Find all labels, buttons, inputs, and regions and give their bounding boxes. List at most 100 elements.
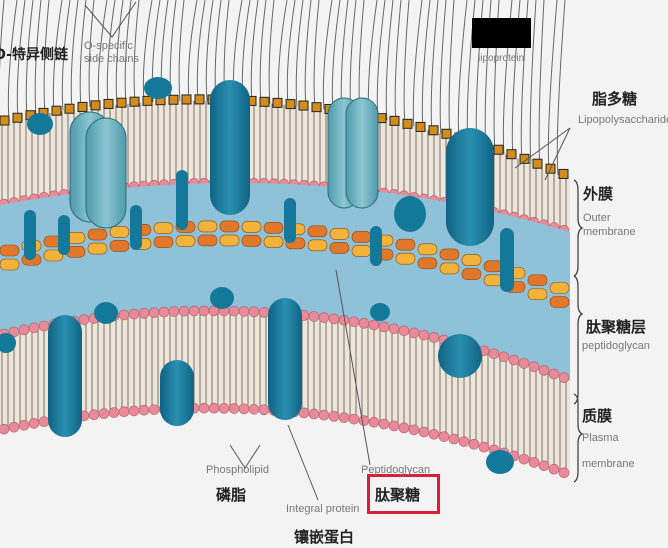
phospholipid-head [308, 408, 320, 420]
side-chain-strand [34, 0, 42, 115]
side-chain-strand [340, 0, 349, 114]
peptidoglycan-unit [461, 254, 482, 266]
peptidoglycan-unit [307, 225, 328, 238]
peptidoglycan-unit [263, 236, 284, 248]
lps-label-cn: 脂多糖 [592, 90, 638, 108]
peptidoglycan-unit [219, 234, 240, 247]
phospholipid-head [408, 327, 420, 339]
lps-core-unit [441, 128, 452, 139]
lps-core-unit [298, 100, 309, 111]
phospholipid-head [38, 320, 50, 332]
phospholipid-head [528, 457, 540, 468]
peptidoglycan-layer-label-cn: 肽聚糖层 [586, 318, 647, 336]
side-chain-strand [79, 0, 87, 109]
peptidoglycan-unit [439, 262, 460, 275]
phospholipid-head [328, 313, 340, 325]
phospholipid-head [508, 354, 520, 366]
phospholipid-head [388, 323, 400, 335]
plasma-membrane-label-en-1: Plasma [582, 432, 619, 444]
lipoprotein-anchor [130, 205, 142, 250]
phospholipid-head [538, 460, 550, 472]
phospholipid-head [328, 411, 340, 422]
porin-protein [345, 97, 379, 209]
phospholipid-head [408, 424, 420, 436]
phospholipid-head [138, 404, 150, 416]
side-chain-strand [538, 0, 545, 168]
phospholipid-head [228, 305, 240, 317]
side-chain-strand [403, 0, 410, 126]
side-chain-strand [196, 0, 206, 101]
lps-core-unit [415, 121, 426, 132]
phospholipid-head [168, 306, 180, 317]
pointer-lines [84, 1, 571, 501]
lps-core-unit [142, 95, 153, 106]
side-chain-strand [430, 0, 439, 133]
phospholipid-head [368, 416, 380, 428]
lps-core-unit [116, 97, 127, 108]
phospholipid-head [368, 319, 380, 331]
phospholipid-head [18, 419, 30, 431]
peptidoglycan-unit [263, 222, 284, 234]
lps-core-unit [51, 105, 62, 116]
phospholipid-head [418, 426, 430, 438]
lps-core-unit [428, 125, 439, 136]
side-chain-strand [295, 0, 304, 107]
o-specific-side-chains [0, 0, 566, 176]
phospholipid-head [518, 358, 530, 369]
phospholipid-head [548, 463, 560, 475]
peptidoglycan-unit [87, 242, 108, 255]
phospholipid-head [458, 436, 470, 447]
phospholipid-head [238, 306, 250, 317]
side-chain-strand [142, 0, 153, 103]
phospholipid-head [118, 406, 130, 418]
peptidoglycan-unit [329, 242, 350, 254]
lps-core-unit [285, 99, 296, 110]
phospholipid-head [398, 325, 410, 337]
redacted-box [472, 18, 531, 48]
side-chain-strand [376, 0, 386, 120]
phospholipid-head [308, 311, 320, 322]
integral-protein [446, 128, 494, 246]
lps-core-unit [506, 149, 517, 160]
side-chain-strand [547, 0, 558, 172]
side-chain-strand [394, 0, 402, 124]
lps-core-unit [272, 97, 283, 108]
lps-core-unit [532, 158, 543, 169]
phospholipid-head [218, 403, 230, 414]
side-chain-strand [0, 0, 5, 122]
phospholipid-head [488, 348, 500, 360]
peripheral-protein [370, 303, 390, 321]
peptidoglycan-unit [395, 252, 416, 265]
lps-core-unit [0, 115, 10, 126]
peptidoglycan-unit [549, 296, 570, 308]
side-chain-strand [43, 0, 50, 114]
side-chain-strand [259, 0, 267, 104]
phospholipid-head [548, 368, 560, 380]
outer-membrane-label-en-1: Outer [583, 212, 611, 224]
o-specific-label-en-2: side chains [84, 53, 140, 65]
plasma-membrane-label-en-2: membrane [582, 458, 635, 470]
phospholipid-head [318, 312, 330, 323]
phospholipid-head [258, 307, 270, 318]
lps-core-unit [493, 144, 504, 155]
side-chain-strand [556, 0, 566, 176]
side-chain-strand [313, 0, 320, 110]
phospholipid-head [248, 403, 260, 415]
porin-protein [85, 117, 127, 229]
side-chain-strand [331, 0, 341, 112]
phospholipid-head [438, 431, 450, 442]
peptidoglycan-unit [241, 235, 262, 247]
lps-core-unit [90, 100, 101, 111]
peptidoglycan-unit [153, 236, 174, 248]
phospholipid-head [128, 405, 140, 417]
side-chain-strand [277, 0, 288, 105]
peripheral-protein [394, 196, 426, 232]
phospholipid-head [418, 329, 430, 341]
peptidoglycan-unit [109, 240, 130, 252]
lps-label-en: Lipopolysaccharide [578, 114, 668, 126]
integral-protein [210, 80, 250, 215]
peripheral-protein [144, 77, 172, 99]
peptidoglycan-unit [439, 248, 460, 261]
side-chain-strand [322, 0, 333, 111]
side-chain-strand [529, 0, 537, 165]
